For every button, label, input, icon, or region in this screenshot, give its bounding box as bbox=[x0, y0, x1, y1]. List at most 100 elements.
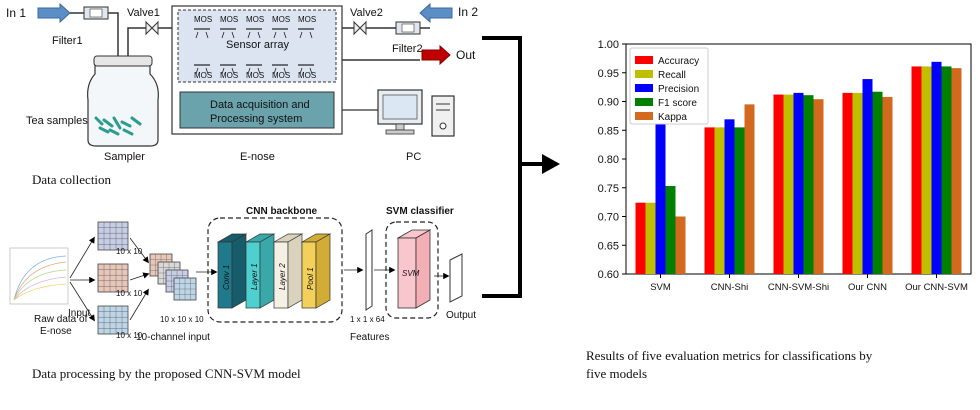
pc-icon bbox=[377, 89, 455, 137]
y-tick-label: 0.80 bbox=[598, 154, 619, 166]
in1-arrow bbox=[37, 2, 71, 24]
cnn-layer-1: Conv 1 bbox=[216, 233, 248, 309]
cnn-layer-label: Pool 1 bbox=[306, 267, 315, 290]
mos-label: MOS bbox=[220, 15, 238, 24]
flow-arrows bbox=[69, 236, 450, 322]
y-tick-label: 0.95 bbox=[598, 68, 619, 80]
bar-precision bbox=[724, 119, 735, 274]
bar-precision bbox=[862, 79, 873, 274]
bar-recall bbox=[921, 66, 932, 274]
cnn-backbone-label: CNN backbone bbox=[246, 206, 318, 217]
raw-label-1: Raw data of bbox=[34, 314, 88, 325]
raw-data-plot bbox=[9, 247, 69, 305]
bar-accuracy bbox=[911, 66, 922, 274]
bar-f1-score bbox=[665, 186, 676, 274]
bracket-connector bbox=[482, 36, 560, 298]
dim-label-c: 10 x 10 bbox=[116, 331, 143, 340]
y-tick-label: 0.65 bbox=[598, 240, 619, 252]
legend-swatch bbox=[635, 56, 653, 64]
y-tick-label: 0.85 bbox=[598, 125, 619, 137]
filter2 bbox=[395, 21, 421, 35]
bar-recall bbox=[852, 92, 863, 274]
in1-label: In 1 bbox=[6, 6, 26, 20]
valve1-label: Valve1 bbox=[127, 7, 160, 19]
svm-block bbox=[396, 229, 432, 309]
cnn-layer-label: Layer 2 bbox=[278, 263, 287, 290]
valve2 bbox=[353, 20, 367, 36]
mos-label: MOS bbox=[272, 71, 290, 80]
daq-box bbox=[179, 91, 335, 129]
input-label: Input bbox=[68, 308, 90, 319]
input-grid bbox=[97, 263, 129, 293]
legend-entry: Kappa bbox=[658, 112, 687, 123]
x-tick-label: CNN-SVM-Shi bbox=[768, 282, 829, 293]
svm-block-label: SVM bbox=[402, 269, 420, 278]
input-grid bbox=[97, 221, 129, 251]
results-caption-line2: five models bbox=[586, 366, 647, 381]
input-grid bbox=[97, 305, 129, 335]
data-collection-panel: In 1 Filter1 Valve1 Tea samples Sampler … bbox=[6, 2, 478, 187]
legend-entry: F1 score bbox=[658, 98, 697, 109]
features-dim: 1 x 1 x 64 bbox=[350, 315, 385, 324]
legend-swatch bbox=[635, 84, 653, 92]
raw-label-2: E-nose bbox=[40, 326, 72, 337]
bar-precision bbox=[655, 121, 666, 274]
data-collection-caption: Data collection bbox=[32, 172, 112, 187]
x-tick-label: CNN-Shi bbox=[711, 282, 748, 293]
bar-f1-score bbox=[734, 127, 745, 274]
legend-entry: Accuracy bbox=[658, 56, 699, 67]
daq-line2: Processing system bbox=[210, 113, 302, 125]
bar-accuracy bbox=[635, 202, 646, 274]
features-label: Features bbox=[350, 332, 389, 343]
mos-label: MOS bbox=[246, 71, 264, 80]
mos-label: MOS bbox=[194, 71, 212, 80]
filter1-label: Filter1 bbox=[52, 35, 83, 47]
in2-label: In 2 bbox=[458, 5, 478, 19]
pc-label: PC bbox=[406, 151, 421, 163]
legend-entry: Precision bbox=[658, 84, 699, 95]
legend-swatch bbox=[635, 98, 653, 106]
bar-kappa bbox=[813, 99, 824, 274]
output-label: Output bbox=[446, 310, 476, 321]
output-block bbox=[449, 253, 463, 303]
sampler-jar bbox=[87, 55, 159, 147]
channel-slice bbox=[173, 277, 197, 301]
sampler-label: Sampler bbox=[104, 151, 145, 163]
legend-entry: Recall bbox=[658, 70, 686, 81]
cnn-layer-3: Layer 2 bbox=[272, 233, 304, 309]
bar-kappa bbox=[744, 104, 755, 274]
mos-label: MOS bbox=[298, 15, 316, 24]
in2-arrow bbox=[419, 2, 453, 24]
cnn-layer-label: Conv 1 bbox=[222, 265, 231, 290]
results-caption-line1: Results of five evaluation metrics for c… bbox=[586, 348, 873, 363]
x-tick-label: Our CNN-SVM bbox=[905, 282, 968, 293]
cnn-layer-2: Layer 1 bbox=[244, 233, 276, 309]
out-arrow bbox=[421, 44, 451, 66]
sensor-array-label: Sensor array bbox=[226, 39, 289, 51]
data-processing-caption: Data processing by the proposed CNN-SVM … bbox=[32, 366, 301, 381]
bars bbox=[635, 61, 962, 275]
y-tick-label: 0.60 bbox=[598, 269, 619, 281]
mos-label: MOS bbox=[194, 15, 212, 24]
sensor-array-box bbox=[177, 9, 337, 83]
bar-recall bbox=[714, 127, 725, 274]
mos-label: MOS bbox=[246, 15, 264, 24]
filter1 bbox=[83, 6, 109, 20]
data-processing-panel: Raw data of E-nose Input 10 x 10 10 x 10… bbox=[9, 206, 476, 381]
bar-accuracy bbox=[704, 127, 715, 274]
cnn-layer-4: Pool 1 bbox=[300, 233, 332, 309]
y-axis-ticks: 0.600.650.700.750.800.850.900.951.00 bbox=[598, 39, 626, 281]
bar-recall bbox=[783, 94, 794, 274]
bar-f1-score bbox=[941, 66, 952, 274]
y-tick-label: 0.75 bbox=[598, 183, 619, 195]
bar-f1-score bbox=[803, 95, 814, 274]
valve1 bbox=[145, 20, 159, 36]
channel-input-label: 10-channel input bbox=[136, 332, 210, 343]
bar-kappa bbox=[675, 216, 686, 274]
legend-swatch bbox=[635, 70, 653, 78]
